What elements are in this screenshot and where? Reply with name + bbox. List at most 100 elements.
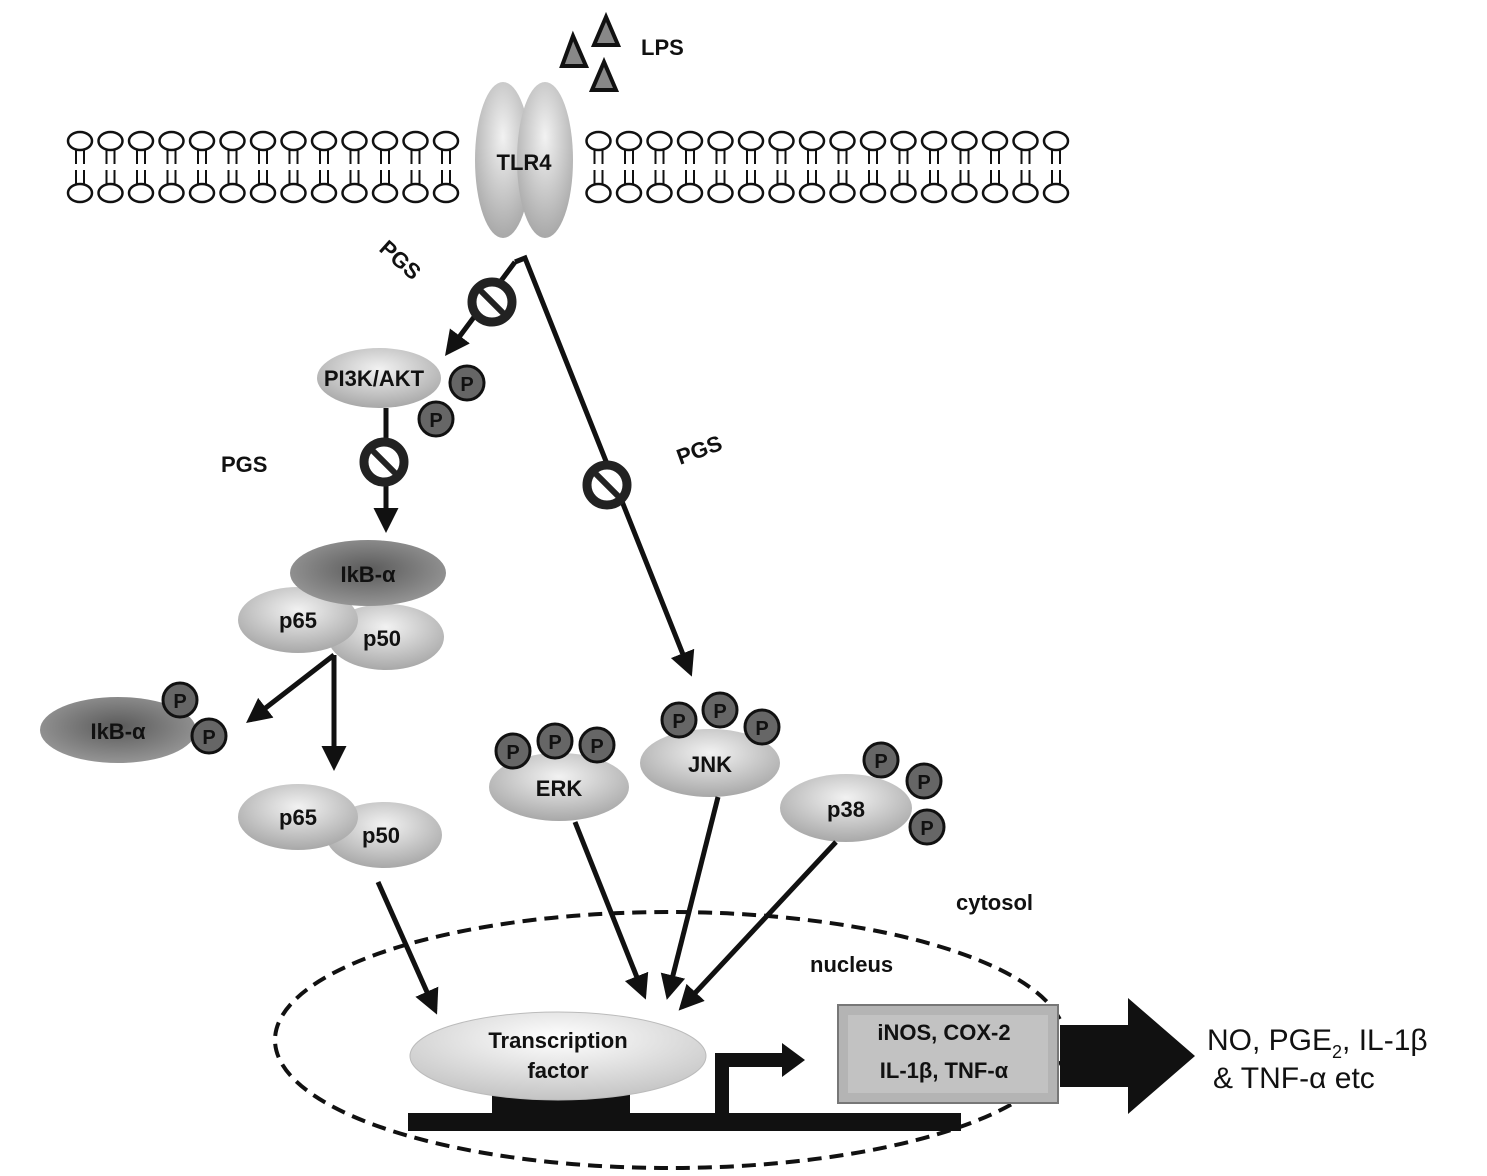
lipid-head <box>890 182 917 204</box>
lipid-head <box>310 182 338 204</box>
lipid-head <box>1042 182 1070 204</box>
lipid-head <box>890 130 917 152</box>
p50-label-free: p50 <box>362 823 400 848</box>
svg-text:P: P <box>713 701 726 723</box>
promoter-arrow-head <box>782 1043 805 1077</box>
phospho-group-pi3k: P P <box>417 364 486 438</box>
pgs-label-right: PGS <box>673 430 725 469</box>
p65-label-complex: p65 <box>279 608 317 633</box>
lps-label: LPS <box>641 35 684 60</box>
lipid-head <box>66 182 94 204</box>
lipid-head <box>188 182 216 204</box>
svg-text:P: P <box>506 742 519 764</box>
arrow-jnk-to-tf <box>660 796 721 1000</box>
pi3k-akt-label: PI3K/AKT <box>324 366 425 391</box>
lipid-head <box>859 130 887 152</box>
lipid-head <box>219 182 246 204</box>
lipid-head <box>920 182 948 204</box>
tf-label-line1: Transcription <box>488 1028 627 1053</box>
svg-text:P: P <box>755 718 768 740</box>
pgs-label-middle: PGS <box>221 452 267 477</box>
tf-label-line2: factor <box>527 1058 589 1083</box>
lipid-head <box>188 130 216 152</box>
jnk-protein <box>640 729 780 797</box>
lipid-head <box>310 130 338 152</box>
lipid-head <box>1012 130 1039 152</box>
tlr4-label: TLR4 <box>497 150 553 175</box>
lipid-head <box>829 182 856 204</box>
lipid-head <box>707 130 734 152</box>
lipid-head <box>432 182 460 204</box>
lipid-head <box>768 130 795 152</box>
tlr4-receptor <box>475 82 573 238</box>
svg-text:P: P <box>590 736 603 758</box>
lipid-head <box>585 130 612 152</box>
target-genes-box-inner <box>848 1015 1048 1093</box>
lipid-head <box>97 130 124 152</box>
lipid-head <box>615 182 643 204</box>
inhibition-icon <box>359 437 409 487</box>
svg-text:P: P <box>460 374 473 396</box>
phospho-group-ikb: P P <box>161 681 228 755</box>
lipid-head <box>676 130 704 152</box>
output-line2: & TNF-α etc <box>1213 1062 1375 1095</box>
phospho-group-jnk: P P P <box>660 691 781 746</box>
lipid-head <box>737 182 765 204</box>
genes-line2: IL-1β, TNF-α <box>880 1058 1009 1083</box>
p38-label: p38 <box>827 797 865 822</box>
ikb-alpha-phospho-label: IkB-α <box>90 719 146 744</box>
lipid-head <box>1042 130 1070 152</box>
svg-text:P: P <box>672 711 685 733</box>
nucleus-label: nucleus <box>810 952 893 977</box>
jnk-label: JNK <box>688 752 732 777</box>
lps-molecules <box>559 11 622 92</box>
lipid-head <box>158 182 185 204</box>
p38-protein <box>780 774 912 842</box>
lipid-head <box>280 182 307 204</box>
lipid-head <box>646 130 673 152</box>
p65-label-free: p65 <box>279 805 317 830</box>
lipid-head <box>66 130 94 152</box>
lipid-head <box>402 130 429 152</box>
arrow-tlr4-to-jnk <box>514 254 695 677</box>
lipid-head <box>920 130 948 152</box>
output-line1: NO, PGE2, IL-1β <box>1207 1024 1428 1062</box>
lipid-head <box>1012 182 1039 204</box>
erk-protein <box>489 753 629 821</box>
lipid-head <box>951 182 978 204</box>
lipid-head <box>341 130 368 152</box>
svg-text:P: P <box>917 772 930 794</box>
lipid-head <box>585 182 612 204</box>
promoter-arrow <box>715 1053 785 1113</box>
cytosol-label: cytosol <box>956 890 1033 915</box>
svg-text:P: P <box>429 410 442 432</box>
svg-text:P: P <box>173 691 186 713</box>
lipid-head <box>798 130 826 152</box>
arrow-to-ikb-phospho <box>246 653 336 724</box>
lipid-head <box>707 182 734 204</box>
lipid-head <box>432 130 460 152</box>
lipid-head <box>249 130 277 152</box>
lipid-head <box>280 130 307 152</box>
lipid-head <box>615 130 643 152</box>
lipid-head <box>829 130 856 152</box>
ikb-alpha-phospho-protein <box>40 697 196 763</box>
lipid-head <box>341 182 368 204</box>
ikb-p65-p50-complex <box>238 540 446 670</box>
cell-membrane <box>66 130 1070 204</box>
inhibition-icon <box>582 460 632 510</box>
lipid-head <box>646 182 673 204</box>
lipid-head <box>981 130 1009 152</box>
phospho-group-erk: P P P <box>494 722 616 770</box>
lipid-head <box>951 130 978 152</box>
genes-line1: iNOS, COX-2 <box>877 1020 1010 1045</box>
p65-p50-dimer <box>238 784 442 868</box>
svg-text:P: P <box>548 732 561 754</box>
p50-label-complex: p50 <box>363 626 401 651</box>
lipid-head <box>402 182 429 204</box>
pi3k-akt-protein <box>317 348 441 408</box>
phospho-group-p38: P P P <box>862 741 946 846</box>
svg-text:P: P <box>202 727 215 749</box>
erk-label: ERK <box>536 776 583 801</box>
ikb-alpha-label: IkB-α <box>340 562 396 587</box>
